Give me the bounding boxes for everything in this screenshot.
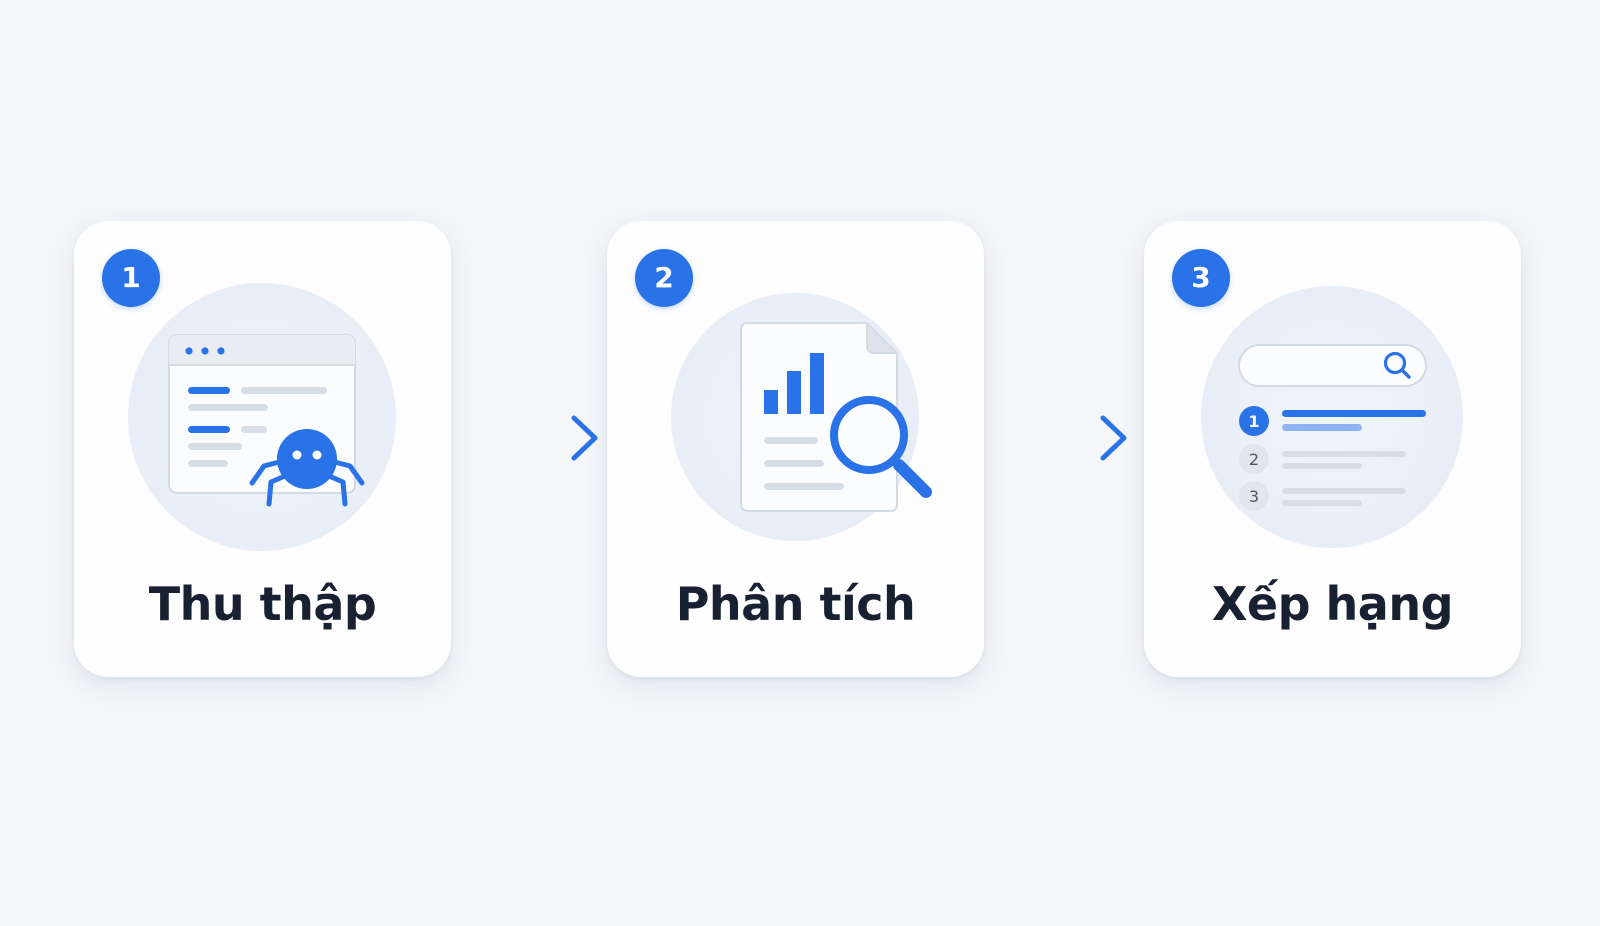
step-title: Thu thập — [148, 577, 377, 631]
step-number-badge: 3 — [1172, 249, 1230, 307]
rank-position-1: 1 — [1248, 412, 1259, 431]
web-crawler-spider-icon — [112, 283, 412, 563]
step-title: Phân tích — [675, 577, 916, 631]
step-card-rank: 3 1 2 — [1144, 221, 1521, 677]
rank-position-2: 2 — [1249, 450, 1259, 469]
rank-position-3: 3 — [1249, 487, 1259, 506]
search-ranking-icon: 1 2 3 — [1182, 283, 1482, 563]
step-card-analyze: 2 — [607, 221, 984, 677]
step-number-badge: 2 — [635, 249, 693, 307]
step-card-collect: 1 — [74, 221, 451, 677]
arrow-right-icon — [454, 413, 602, 463]
arrow-right-icon — [983, 413, 1131, 463]
step-number-badge: 1 — [102, 249, 160, 307]
step-title: Xếp hạng — [1211, 577, 1454, 631]
document-analysis-magnifier-icon — [645, 283, 945, 563]
